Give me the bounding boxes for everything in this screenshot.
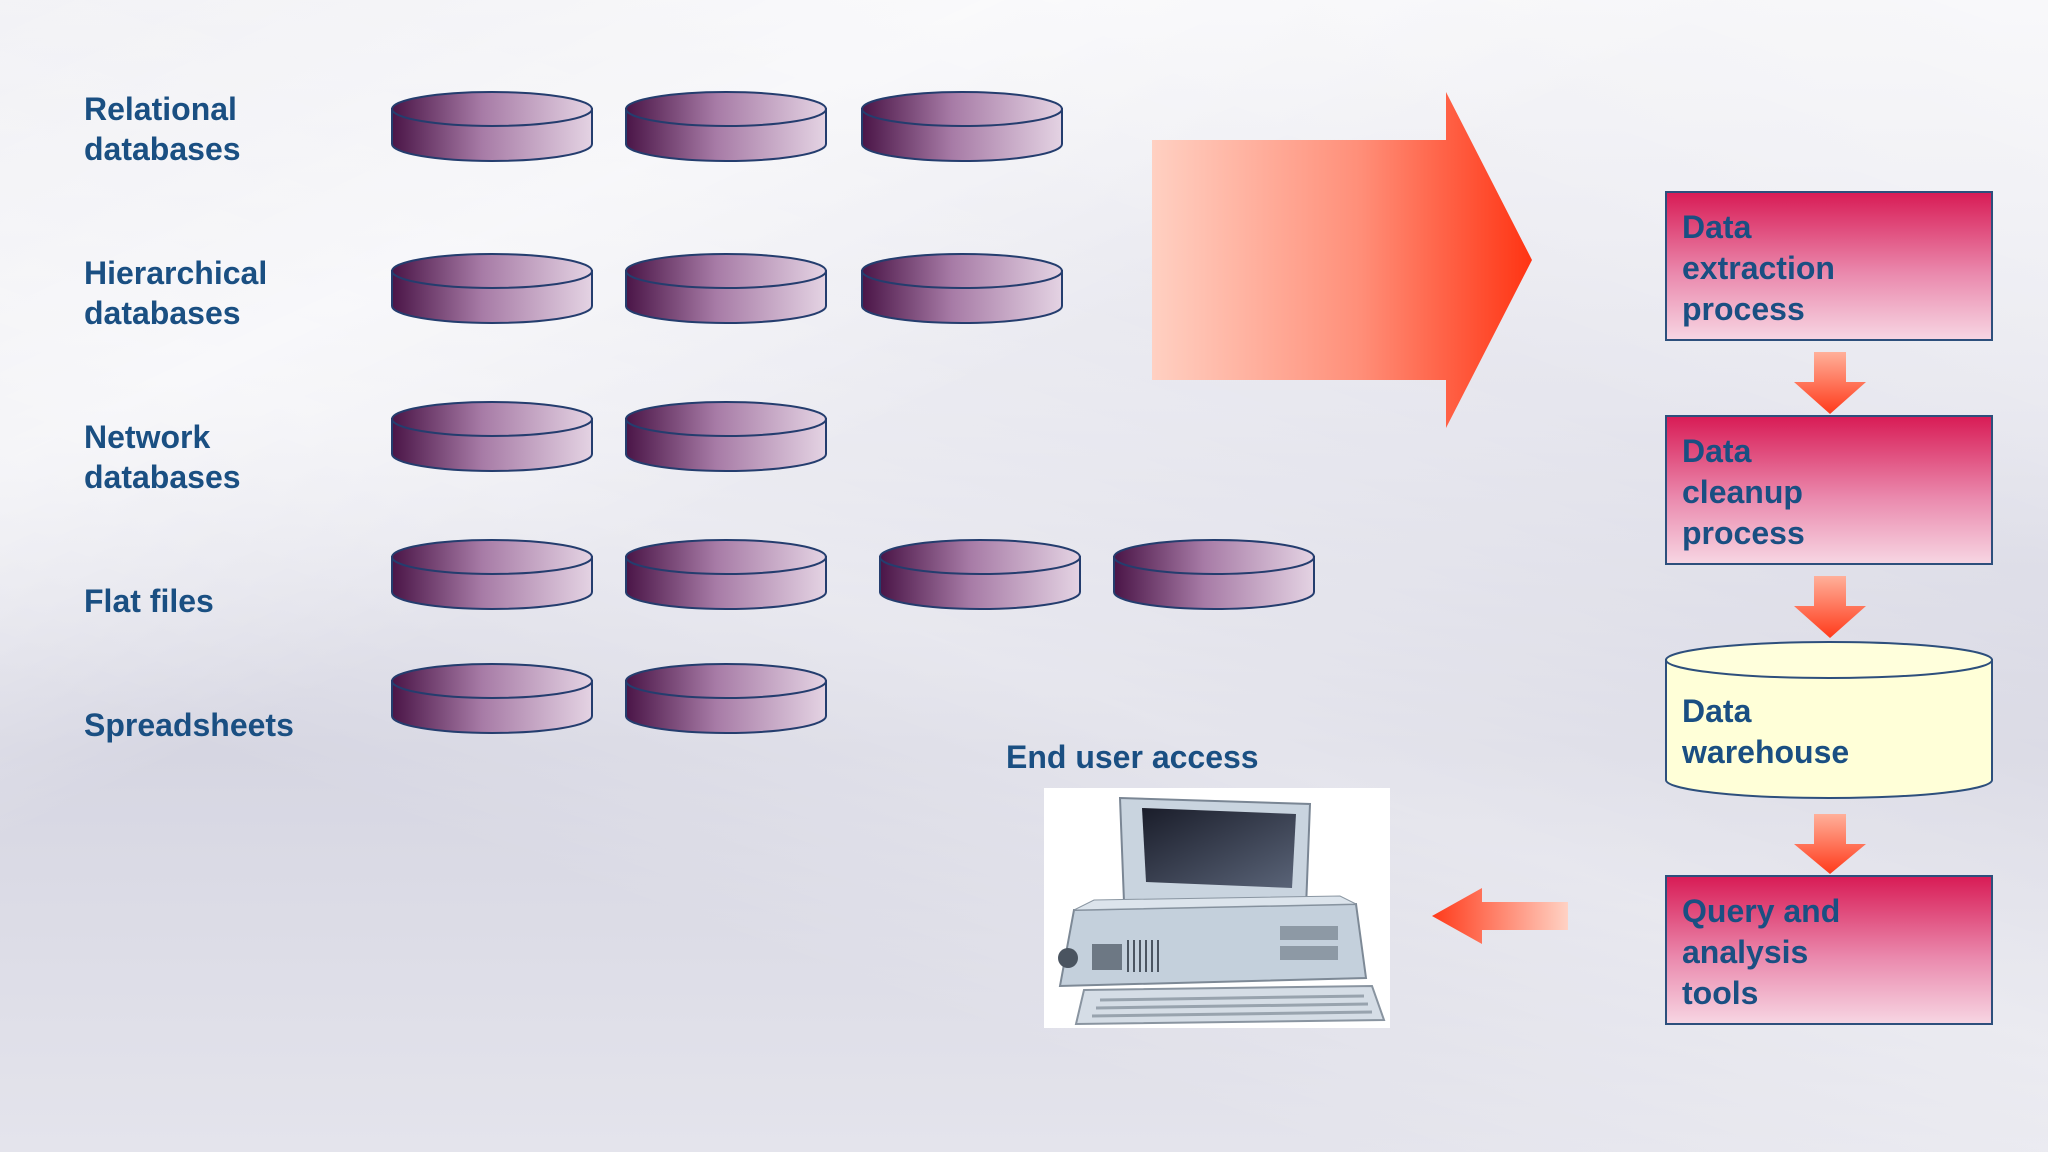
database-disk-icon bbox=[391, 401, 593, 472]
computer-icon bbox=[1044, 788, 1390, 1028]
left-arrow-icon bbox=[1432, 888, 1568, 944]
down-arrow-icon bbox=[1794, 576, 1866, 638]
big-right-arrow-icon bbox=[1152, 92, 1532, 428]
source-label-network: Network databases bbox=[84, 419, 241, 495]
cleanup-label: Data cleanup process bbox=[1682, 433, 1812, 551]
source-label-hierarchical: Hierarchical databases bbox=[84, 255, 276, 331]
extraction-label: Data extraction process bbox=[1682, 209, 1844, 327]
database-disk-icon bbox=[879, 539, 1081, 610]
database-disk-icon bbox=[861, 253, 1063, 324]
end-user-label: End user access bbox=[1006, 739, 1259, 775]
down-arrow-icon bbox=[1794, 352, 1866, 414]
database-disk-icon bbox=[625, 253, 827, 324]
database-disk-icon bbox=[1113, 539, 1315, 610]
warehouse-cylinder bbox=[1665, 641, 1993, 799]
source-disks bbox=[391, 91, 1315, 734]
extraction-box bbox=[1665, 191, 1993, 341]
source-label-flat-files: Flat files bbox=[84, 583, 214, 619]
down-arrow-icon bbox=[1794, 814, 1866, 874]
database-disk-icon bbox=[391, 663, 593, 734]
source-label-spreadsheets: Spreadsheets bbox=[84, 707, 294, 743]
warehouse-label: Data warehouse bbox=[1681, 693, 1849, 770]
database-disk-icon bbox=[625, 91, 827, 162]
source-labels: Relational databases Hierarchical databa… bbox=[84, 91, 294, 743]
query-box bbox=[1665, 875, 1993, 1025]
database-disk-icon bbox=[391, 253, 593, 324]
database-disk-icon bbox=[391, 539, 593, 610]
source-label-relational: Relational databases bbox=[84, 91, 246, 167]
database-disk-icon bbox=[391, 91, 593, 162]
cleanup-box bbox=[1665, 415, 1993, 565]
pipeline: Data extraction process Data cleanup pro… bbox=[1665, 191, 1993, 1025]
database-disk-icon bbox=[625, 539, 827, 610]
database-disk-icon bbox=[625, 401, 827, 472]
query-label: Query and analysis tools bbox=[1682, 893, 1849, 1011]
database-disk-icon bbox=[625, 663, 827, 734]
database-disk-icon bbox=[861, 91, 1063, 162]
